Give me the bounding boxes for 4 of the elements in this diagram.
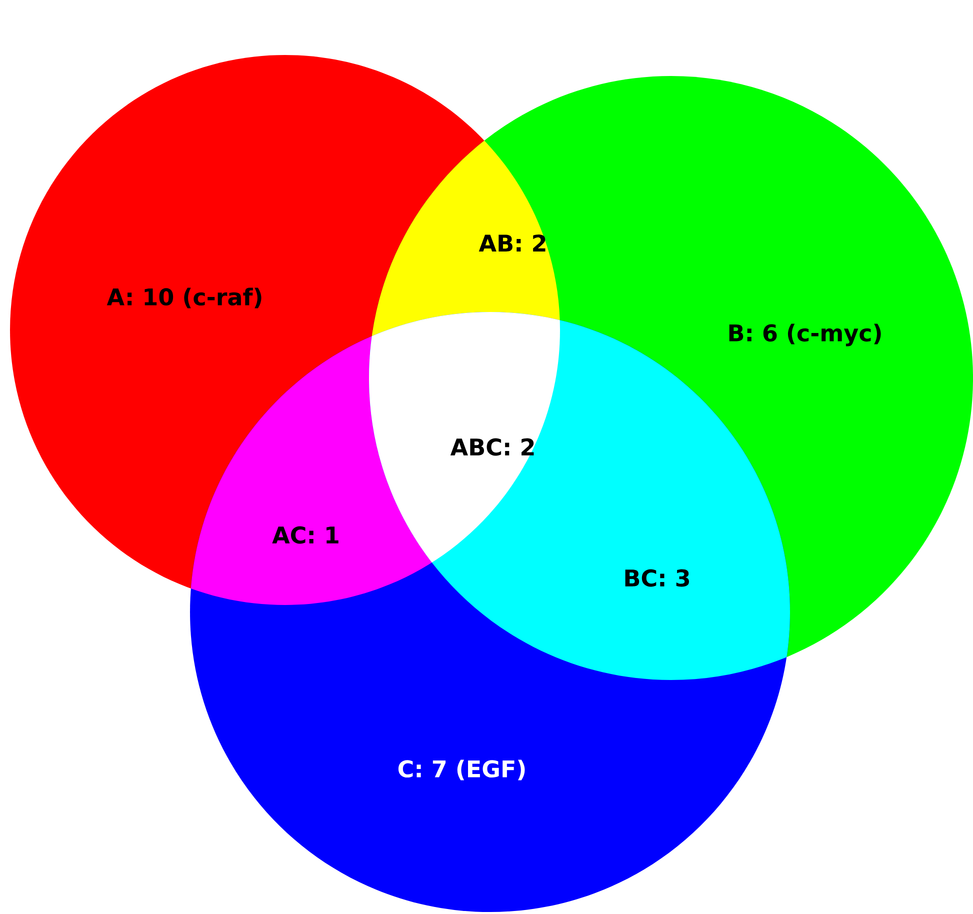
region-label: ABC: 2 [450,438,534,456]
region-label: AC: 1 [272,526,338,544]
region-label: BC: 3 [625,569,689,587]
region-label: AB: 2 [478,234,546,252]
